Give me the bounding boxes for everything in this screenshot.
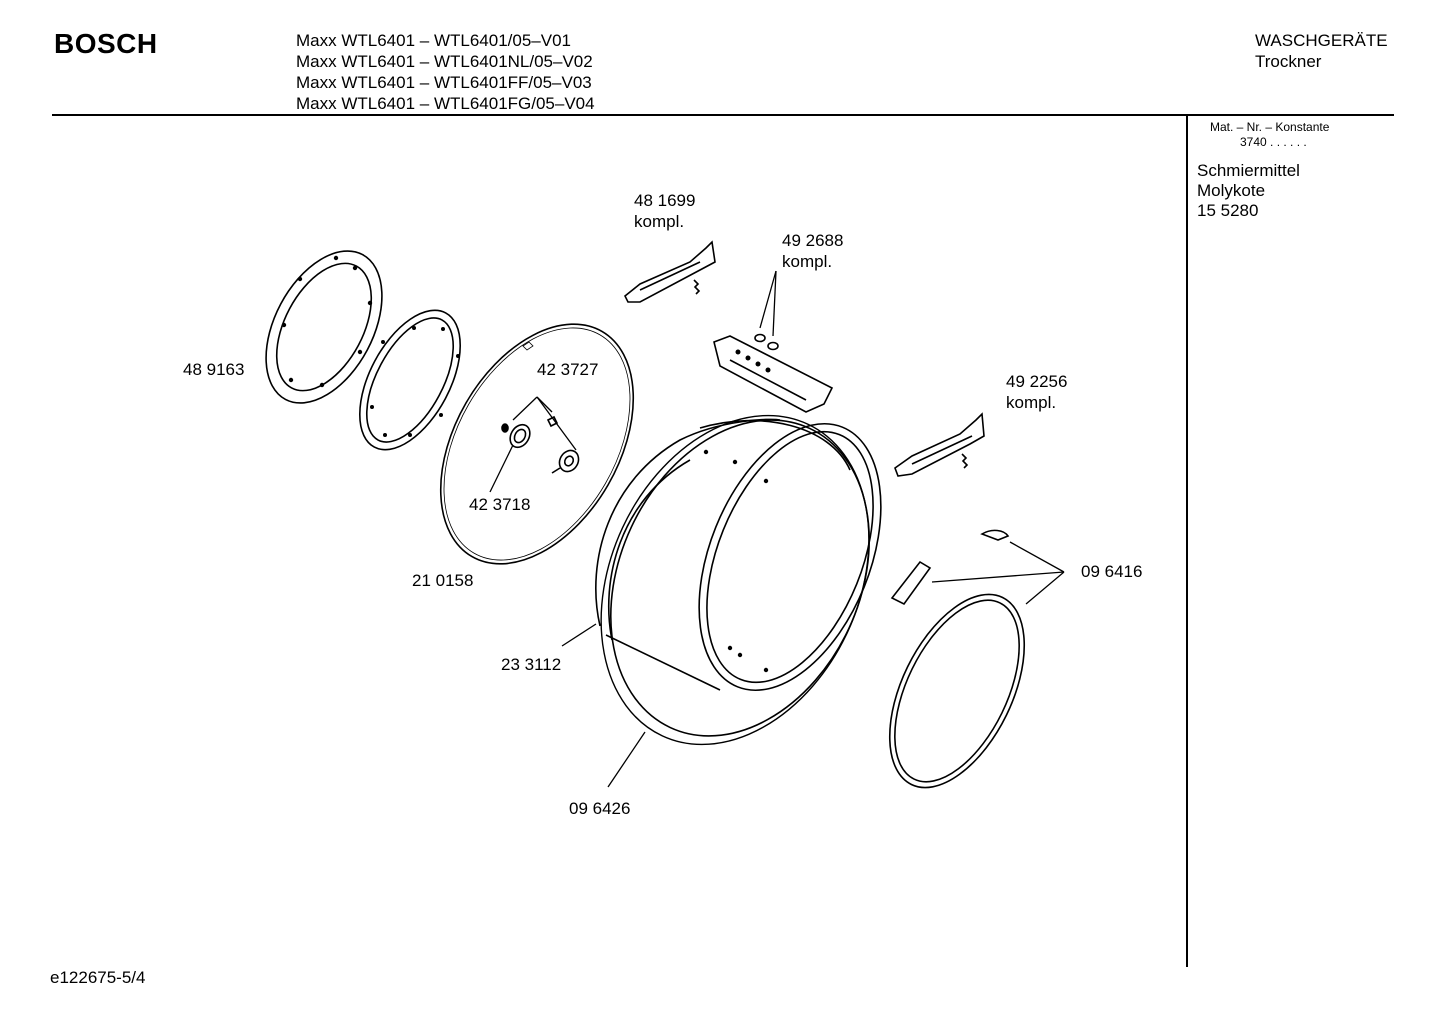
part-label-233112: 23 3112 [501,655,562,674]
category-line-1: WASCHGERÄTE [1255,31,1388,50]
part-label-492688: 49 2688 kompl. [782,230,843,272]
brand-logo: BOSCH [54,28,158,59]
leader-lines [489,270,1065,788]
category-line-2: Trockner [1255,52,1322,71]
gasket-ring-part [358,309,462,451]
lint-housing-part [713,333,834,413]
lubricant-line-2: Molykote [1197,181,1266,200]
part-number: 49 2688 [782,231,844,250]
lubricant-line-1: Schmiermittel [1197,161,1300,180]
front-seal-ring-part [888,593,1026,789]
lifter-bracket-part [623,240,716,303]
sidebar-divider [1186,115,1188,967]
part-label-489163: 48 9163 [183,360,245,379]
part-label-096416: 09 6416 [1081,562,1143,581]
model-line: Maxx WTL6401 – WTL6401/05–V01 [296,31,571,50]
konstante-value: 3740 . . . . . . [1240,135,1307,149]
category: WASCHGERÄTE Trockner [1255,30,1388,72]
lubricant-line-3: 15 5280 [1197,201,1259,220]
part-label-096426: 09 6426 [569,799,631,818]
model-line: Maxx WTL6401 – WTL6401NL/05–V02 [296,52,593,71]
part-label-481699: 48 1699 kompl. [634,190,695,232]
konstante-label: Mat. – Nr. – Konstante [1210,120,1330,134]
header-divider [52,114,1394,116]
part-number: 48 1699 [634,191,696,210]
part-label-423727: 42 3727 [537,360,599,379]
part-number: 49 2256 [1006,372,1068,391]
part-label-210158: 21 0158 [412,571,474,590]
bearing-part [501,423,531,449]
drum-body-part [595,418,882,737]
document-id: e122675-5/4 [50,968,146,987]
rear-bracket-part [894,412,985,477]
model-list: Maxx WTL6401 – WTL6401/05–V01 Maxx WTL64… [296,30,595,114]
model-line: Maxx WTL6401 – WTL6401FG/05–V04 [296,94,595,113]
rear-wall-disc-part [439,323,635,565]
clip-part [980,529,1010,541]
shaft-stub-part [551,449,580,474]
front-band-ring-part [600,414,870,746]
part-kompl: kompl. [634,212,685,231]
part-label-423718: 42 3718 [469,495,531,514]
seal-segment-part [890,560,932,606]
part-kompl: kompl. [1006,393,1057,412]
flange-ring-part [265,250,383,404]
model-line: Maxx WTL6401 – WTL6401FF/05–V03 [296,73,592,92]
lubricant-info: Schmiermittel Molykote 15 5280 [1197,161,1300,221]
part-kompl: kompl. [782,252,833,271]
part-label-492256: 49 2256 kompl. [1006,371,1067,413]
